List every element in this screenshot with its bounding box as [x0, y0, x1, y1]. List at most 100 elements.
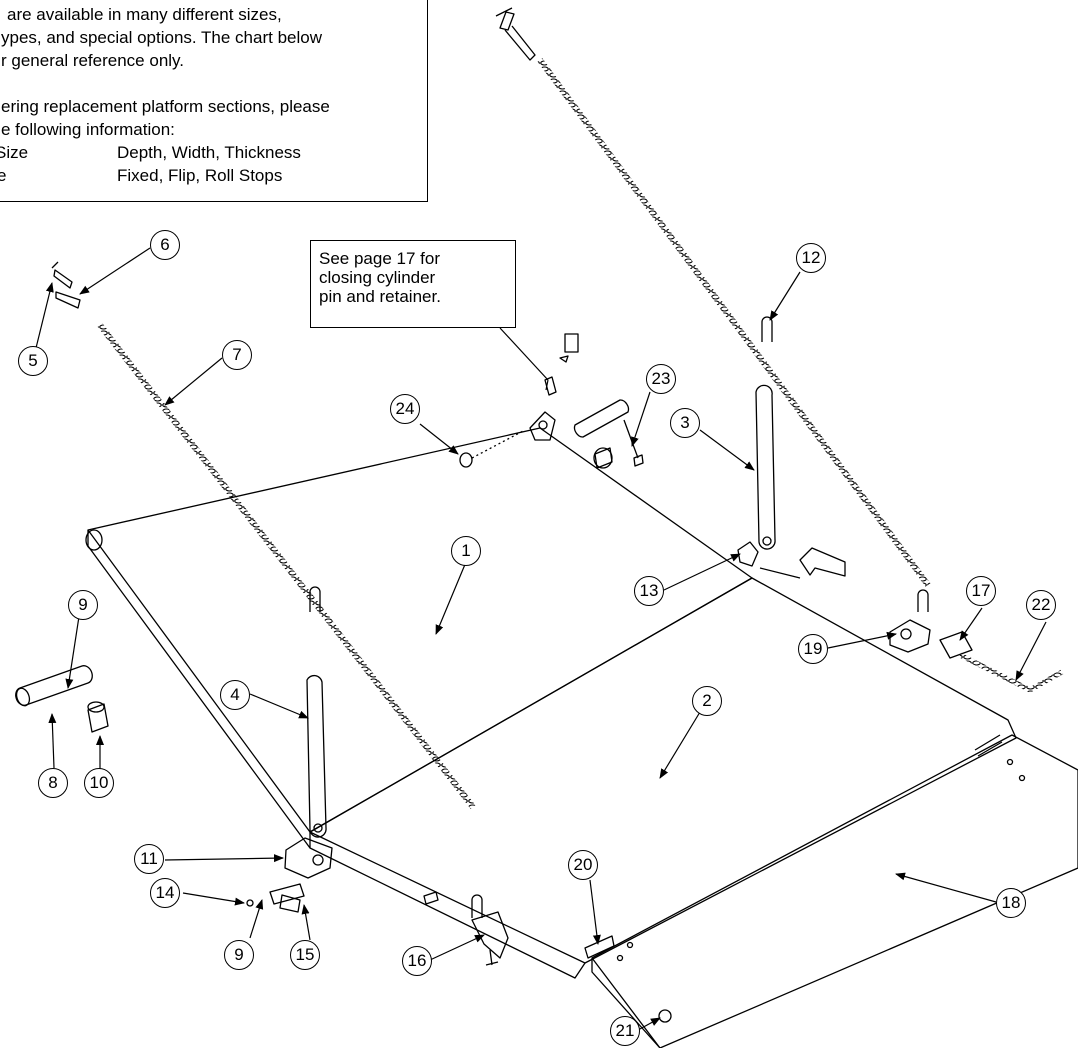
part-number-24: 24: [390, 394, 420, 424]
latch-15: [269, 883, 305, 905]
platform-section-1-edge: [87, 530, 311, 849]
leader-1: [435, 561, 467, 635]
part-number-9: 9: [224, 940, 254, 970]
flip-hinge-right: [974, 734, 1003, 757]
part-number-20: 20: [568, 850, 598, 880]
dotted-assembly-line: [471, 429, 526, 459]
platform-options-note: are available in many different sizes, y…: [0, 0, 428, 202]
chain-shackle-pin: [504, 25, 536, 61]
stud-21: [658, 1009, 672, 1023]
screw-14: [246, 899, 254, 907]
note-row-label: Size: [0, 143, 29, 162]
flip-section-18: [591, 734, 1078, 1048]
leader-21: [637, 1017, 661, 1031]
torsion-arm-4: [306, 674, 327, 838]
torsion-arm-3-hole: [762, 536, 772, 546]
note-line: ering replacement platform sections, ple…: [1, 97, 330, 116]
hinge-bolt: [616, 954, 624, 962]
note-row-value: Depth, Width, Thickness: [117, 143, 301, 162]
bushing-end: [87, 701, 105, 713]
callout-leader: [499, 327, 549, 381]
leader-8: [48, 713, 57, 769]
hinge-bolt: [1006, 758, 1014, 766]
callout-leader-tail: [545, 379, 549, 391]
platform-section-2: [309, 577, 1017, 964]
part-number-8: 8: [38, 768, 68, 798]
bolt-23: [623, 419, 639, 459]
callout-line: closing cylinder: [319, 268, 436, 287]
leader-11: [164, 854, 284, 863]
part-number-14: 14: [150, 878, 180, 908]
cylinder-pin: [544, 376, 557, 396]
torsion-arm-3: [755, 384, 776, 550]
leader-7: [164, 357, 223, 406]
leader-22: [1015, 621, 1047, 681]
bracket-11: [284, 837, 333, 879]
part-number-1: 1: [451, 536, 481, 566]
part-number-23: 23: [646, 364, 676, 394]
part-number-13: 13: [634, 576, 664, 606]
note-line: are available in many different sizes,: [7, 5, 282, 24]
leader-20: [589, 879, 601, 945]
chain-7: [97, 323, 476, 809]
chain-shackle-6: [51, 261, 81, 309]
hinge-tube-end: [85, 529, 103, 551]
pivot-shaft-end: [15, 687, 31, 707]
pivot-shaft: [15, 665, 93, 706]
note-line: r general reference only.: [1, 51, 185, 70]
part-number-17: 17: [966, 576, 996, 606]
leader-24: [419, 423, 459, 455]
leader-19: [827, 631, 897, 649]
retainer-screw: [559, 355, 569, 363]
chain-shackle: [495, 7, 515, 31]
chain-shackle-left: [309, 586, 321, 612]
leader-9a: [65, 609, 81, 689]
pad: [423, 891, 439, 905]
roll-pin-24: [459, 452, 473, 468]
latch-15-plate: [279, 894, 301, 913]
leader-4: [249, 693, 309, 719]
hinge-bolt: [626, 941, 634, 949]
clip-16-bolt: [485, 949, 499, 966]
roll-stop-rod: [759, 567, 801, 579]
hinge-bolt: [1018, 774, 1026, 782]
part-number-10: 10: [84, 768, 114, 798]
bushing: [87, 703, 109, 733]
leader-5: [35, 282, 54, 349]
leader-18: [895, 872, 997, 903]
hinge-17: [939, 631, 973, 659]
stop-bracket-13: [737, 541, 759, 567]
part-number-5: 5: [18, 346, 48, 376]
upper-clevis-pin: [538, 420, 548, 430]
chain-right: [537, 58, 931, 587]
part-number-19: 19: [798, 634, 828, 664]
leader-9b: [249, 899, 264, 939]
part-number-9: 9: [68, 590, 98, 620]
leader-14: [182, 892, 245, 906]
part-number-4: 4: [220, 680, 250, 710]
upper-clevis: [529, 411, 556, 441]
hinge-bracket-19: [889, 619, 931, 653]
clip-16-shackle: [471, 894, 483, 918]
note-row-value: Fixed, Flip, Roll Stops: [117, 166, 283, 185]
leader-17: [959, 607, 983, 641]
note-line: e following information:: [1, 120, 175, 139]
leader-15: [301, 904, 311, 941]
callout-line: pin and retainer.: [319, 287, 441, 306]
platform-section-1: [87, 427, 753, 833]
part-number-16: 16: [402, 946, 432, 976]
note-line: ypes, and special options. The chart bel…: [1, 28, 322, 47]
part-number-7: 7: [222, 340, 252, 370]
part-number-21: 21: [610, 1016, 640, 1046]
part-number-2: 2: [692, 686, 722, 716]
flip-hinge-left: [584, 935, 615, 959]
bracket-11-pin: [312, 854, 324, 866]
part-number-22: 22: [1026, 590, 1056, 620]
leader-2: [659, 711, 701, 779]
note-row-label: e: [0, 166, 6, 185]
chain-shackle-right: [917, 589, 929, 612]
part-number-12: 12: [796, 243, 826, 273]
leader-6: [79, 247, 151, 295]
leader-12: [769, 271, 801, 321]
